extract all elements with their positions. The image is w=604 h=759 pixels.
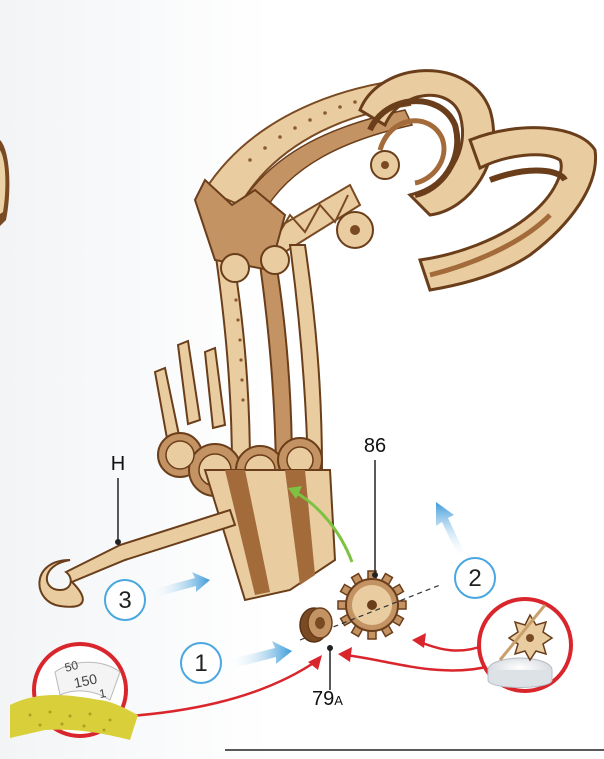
red-arrows bbox=[95, 642, 495, 718]
step-badge-3: 3 bbox=[105, 580, 145, 620]
hook-label: H bbox=[111, 453, 125, 475]
svg-text:2: 2 bbox=[468, 565, 481, 592]
gear-label: 86 bbox=[364, 435, 386, 457]
partial-part-left-edge bbox=[0, 140, 9, 226]
claw bbox=[337, 71, 596, 290]
sandpaper-icon: 50 150 1 bbox=[10, 644, 138, 740]
washer-label: 79A bbox=[312, 688, 343, 710]
washer-79a bbox=[300, 608, 333, 690]
svg-text:1: 1 bbox=[194, 650, 207, 677]
wax-icon bbox=[479, 599, 571, 691]
step-badge-2: 2 bbox=[455, 558, 495, 598]
red-arrow-heads bbox=[308, 633, 426, 670]
step-badge-1: 1 bbox=[181, 643, 221, 683]
svg-text:3: 3 bbox=[118, 587, 131, 614]
